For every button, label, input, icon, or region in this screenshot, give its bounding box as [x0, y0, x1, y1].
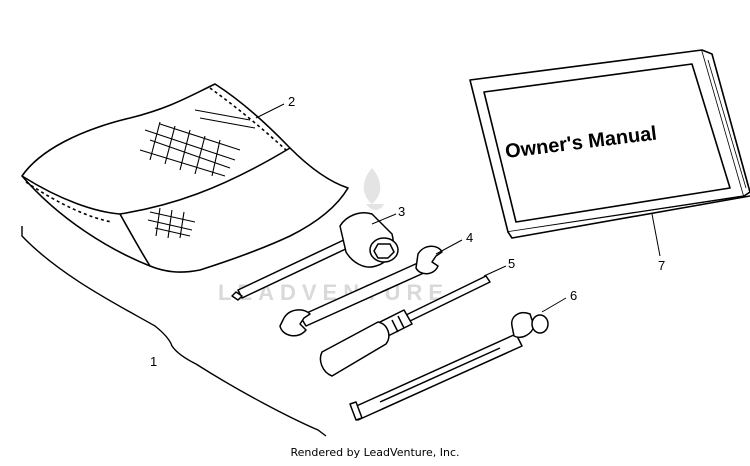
owners-manual	[469, 49, 750, 239]
tool-bag	[21, 83, 349, 273]
callout-7: 7	[658, 258, 665, 273]
callout-5: 5	[508, 256, 515, 271]
leader-line-3	[371, 213, 397, 225]
leader-line-2	[255, 103, 285, 119]
leader-line-5	[483, 265, 507, 277]
bracket-1	[21, 226, 327, 437]
callout-6: 6	[570, 288, 577, 303]
screwdriver	[319, 275, 491, 377]
spark-plug-wrench	[231, 212, 399, 301]
leader-line-7	[651, 213, 661, 257]
extension-bar	[349, 312, 549, 421]
flame-icon	[363, 168, 384, 210]
callout-2: 2	[288, 94, 295, 109]
footer-credit: Rendered by LeadVenture, Inc.	[290, 446, 460, 459]
leader-line-4	[435, 239, 463, 255]
callout-1: 1	[150, 354, 157, 369]
callout-4: 4	[466, 230, 473, 245]
callout-3: 3	[398, 204, 405, 219]
leader-line-6	[541, 297, 567, 313]
open-end-wrench	[279, 245, 443, 337]
